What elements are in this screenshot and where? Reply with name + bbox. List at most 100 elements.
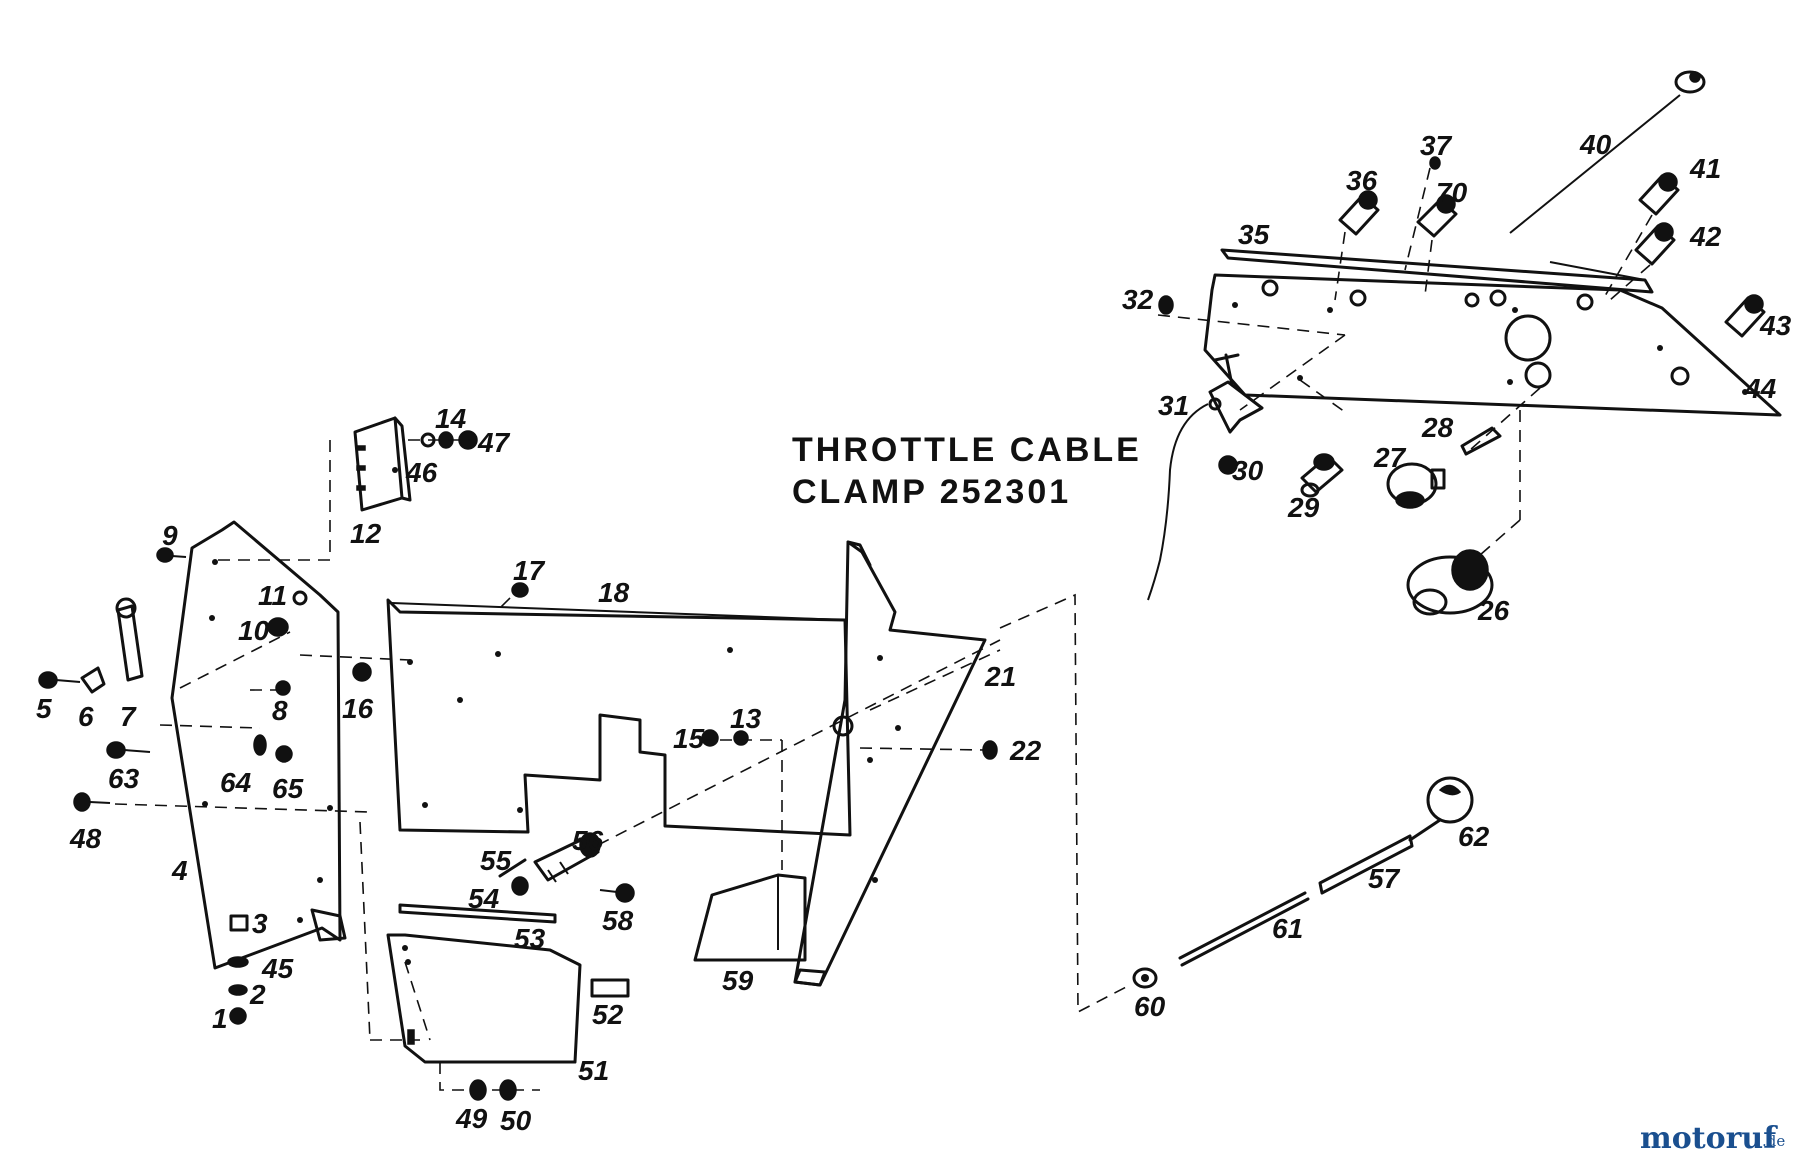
- part-label-52: 52: [592, 999, 624, 1030]
- key-clip: [1460, 426, 1502, 456]
- part-label-65: 65: [272, 773, 304, 804]
- part-label-10: 10: [238, 615, 270, 646]
- nut: [701, 729, 719, 747]
- ammeter-gauge: [1406, 549, 1494, 616]
- choke-cable: [1509, 70, 1706, 234]
- washer: [733, 730, 749, 746]
- nut: [267, 617, 289, 637]
- side-panel: [793, 540, 987, 987]
- shift-lever: [1132, 776, 1474, 989]
- screw: [106, 741, 151, 759]
- part-label-11: 11: [258, 580, 287, 611]
- part-label-42: 42: [1689, 221, 1722, 252]
- bolt-stack: [227, 914, 249, 1025]
- part-label-56: 56: [572, 825, 604, 856]
- plate: [386, 933, 582, 1091]
- part-label-55: 55: [480, 845, 512, 876]
- part-label-21: 21: [984, 661, 1016, 692]
- part-label-32: 32: [1122, 284, 1154, 315]
- part-label-51: 51: [578, 1055, 609, 1086]
- leader-line: [999, 593, 1131, 1014]
- clip: [80, 666, 106, 694]
- part-label-54: 54: [468, 883, 500, 914]
- screw: [1158, 295, 1174, 315]
- part-label-2: 2: [249, 979, 266, 1010]
- shield: [693, 873, 807, 962]
- part-label-40: 40: [1579, 129, 1612, 160]
- part-label-44: 44: [1744, 373, 1777, 404]
- part-label-53: 53: [514, 923, 546, 954]
- watermark-tld: .de: [1762, 1132, 1785, 1150]
- part-label-28: 28: [1421, 412, 1454, 443]
- part-label-46: 46: [405, 457, 438, 488]
- part-label-7: 7: [120, 701, 137, 732]
- part-label-16: 16: [342, 693, 374, 724]
- part-label-35: 35: [1238, 219, 1270, 250]
- center-panel: [386, 598, 852, 837]
- bolt: [73, 792, 111, 812]
- part-label-36: 36: [1346, 165, 1378, 196]
- screw: [511, 582, 529, 598]
- part-label-12: 12: [350, 518, 382, 549]
- nut: [469, 1079, 487, 1101]
- part-label-17: 17: [513, 555, 546, 586]
- bolt: [859, 740, 998, 760]
- part-label-48: 48: [69, 823, 102, 854]
- key-switch: [1386, 462, 1446, 509]
- part-label-64: 64: [220, 767, 252, 798]
- dash-panel: [1203, 248, 1782, 417]
- light-socket: [1300, 453, 1344, 498]
- watermark-name: motoruf: [1640, 1121, 1778, 1155]
- caption-line-2: CLAMP 252301: [792, 473, 1071, 511]
- part-label-29: 29: [1287, 492, 1320, 523]
- washer: [292, 590, 308, 606]
- switch: [1416, 194, 1458, 238]
- part-label-9: 9: [162, 520, 178, 551]
- part-label-6: 6: [78, 701, 94, 732]
- part-label-57: 57: [1368, 863, 1401, 894]
- switch: [1638, 172, 1680, 216]
- part-label-8: 8: [272, 695, 288, 726]
- switch: [1724, 294, 1766, 338]
- part-label-27: 27: [1373, 442, 1407, 473]
- part-label-47: 47: [477, 427, 511, 458]
- part-label-37: 37: [1420, 130, 1453, 161]
- part-label-49: 49: [455, 1103, 488, 1134]
- bolt: [599, 883, 635, 903]
- washer: [275, 680, 291, 696]
- nut: [275, 745, 293, 763]
- part-label-59: 59: [722, 965, 754, 996]
- part-label-30: 30: [1232, 455, 1264, 486]
- screw: [38, 671, 81, 689]
- part-label-60: 60: [1134, 991, 1166, 1022]
- part-label-22: 22: [1009, 735, 1042, 766]
- part-label-61: 61: [1272, 913, 1303, 944]
- screw: [1429, 156, 1441, 170]
- leader-line: [597, 639, 1001, 846]
- part-label-58: 58: [602, 905, 634, 936]
- nut: [1218, 455, 1238, 475]
- part-label-18: 18: [598, 577, 630, 608]
- part-label-41: 41: [1689, 153, 1721, 184]
- leader-line: [869, 649, 1001, 711]
- part-label-14: 14: [435, 403, 467, 434]
- part-label-3: 3: [252, 908, 268, 939]
- part-label-1: 1: [212, 1003, 228, 1034]
- part-label-63: 63: [108, 763, 140, 794]
- decal: [590, 978, 630, 998]
- part-label-70: 70: [1436, 177, 1468, 208]
- leader-lines-dash: [1157, 167, 1653, 556]
- part-label-50: 50: [500, 1105, 532, 1136]
- caption-line-1: THROTTLE CABLE: [792, 431, 1142, 469]
- rod-assembly: [533, 832, 601, 883]
- grommet: [352, 662, 372, 682]
- switch: [1338, 190, 1380, 236]
- bracket: [115, 597, 144, 682]
- rod: [398, 903, 557, 924]
- watermark-logo: motoruf .de: [1640, 1121, 1785, 1155]
- pin: [498, 858, 527, 878]
- switch: [1634, 222, 1676, 266]
- spacer: [253, 734, 267, 756]
- screw: [156, 547, 187, 563]
